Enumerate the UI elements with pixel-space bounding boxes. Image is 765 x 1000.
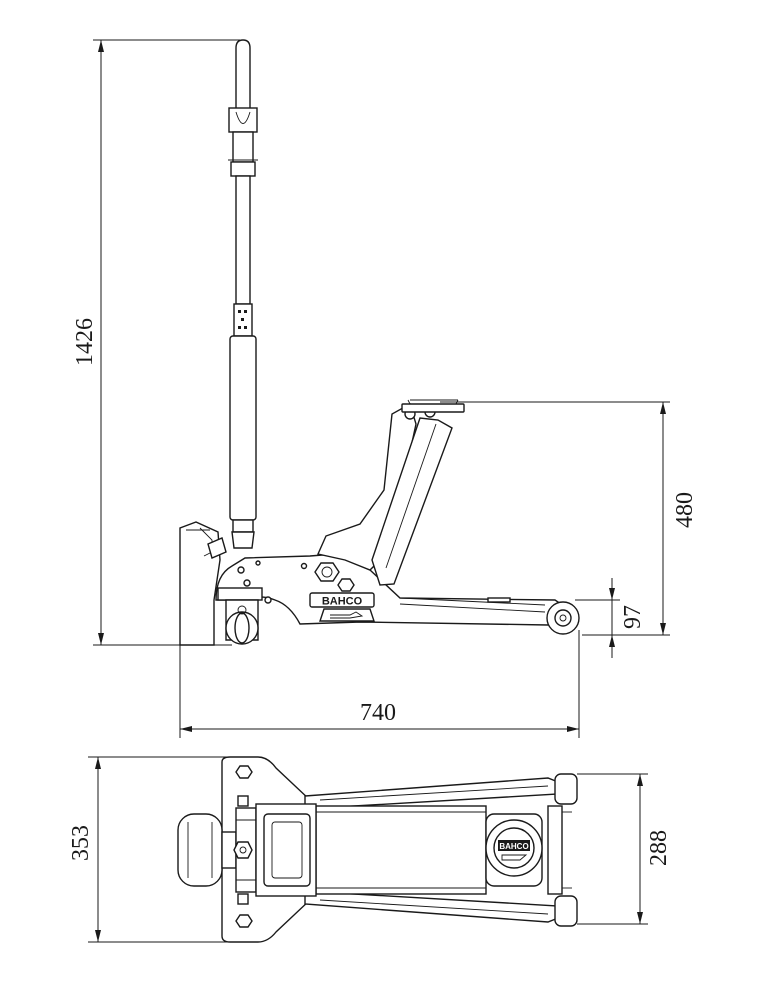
dim-overall-height-value: 1426 — [72, 318, 98, 366]
dim-max-lift: 480 — [440, 401, 698, 636]
dim-length: 740 — [179, 630, 580, 738]
handle — [228, 39, 258, 549]
dim-saddle-width: 288 — [577, 773, 672, 925]
side-brand-label: BAHCO — [309, 592, 375, 622]
front-wheel — [546, 601, 580, 635]
dim-overall-height: 1426 — [72, 39, 240, 646]
dim-length-value: 740 — [360, 700, 396, 726]
pump-badge-text: BAHCO — [499, 842, 528, 851]
rear-bracket — [179, 521, 227, 646]
lift-arm — [317, 399, 465, 586]
top-rear-caster — [177, 813, 237, 887]
dim-width: 353 — [68, 756, 252, 943]
dim-width-value: 353 — [68, 825, 94, 861]
top-view: BAHCO 353 288 — [68, 756, 672, 943]
pivot-block — [233, 795, 317, 905]
dim-min-height-value: 97 — [620, 605, 646, 629]
dim-max-lift-value: 480 — [672, 492, 698, 528]
dim-saddle-width-value: 288 — [646, 830, 672, 866]
pump-housing: BAHCO — [485, 813, 543, 887]
rear-caster — [217, 587, 263, 645]
side-view: BAHCO — [72, 39, 698, 738]
side-brand-text: BAHCO — [322, 596, 363, 608]
top-lift-arm — [315, 805, 487, 895]
dim-min-height: 97 — [575, 578, 646, 658]
front-axle — [547, 773, 578, 927]
